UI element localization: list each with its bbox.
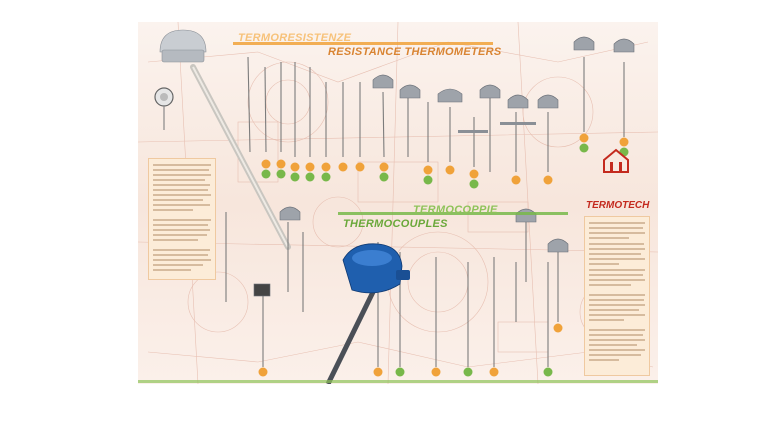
- brochure-page: TERMORESISTENZE RESISTANCE THERMOMETERS …: [138, 22, 658, 384]
- termotech-logo-mark: [603, 148, 629, 173]
- rtd-heads: [372, 36, 635, 109]
- green-title-band: [338, 212, 568, 215]
- logo-text: TERMOTECH: [586, 200, 650, 211]
- termotech-logo: TERMOTECH: [586, 170, 650, 220]
- bottom-band: [138, 380, 658, 383]
- blue-head-probe-illustration: [325, 243, 410, 384]
- illegible-text-lines: [589, 222, 645, 361]
- left-description-panel: [148, 158, 216, 280]
- rtd-title-english: RESISTANCE THERMOMETERS: [328, 46, 502, 58]
- tc-title-italian: TERMOCOPPIE: [413, 204, 498, 216]
- tc-title-english: THERMOCOUPLES: [343, 218, 448, 230]
- large-probe-illustration: [154, 29, 291, 250]
- right-description-panel: [584, 216, 650, 376]
- rtd-probes-row: [247, 56, 625, 172]
- rtd-title-italian: TERMORESISTENZE: [238, 32, 352, 44]
- product-catalog-illustration: [138, 22, 658, 384]
- orange-title-band: [233, 42, 493, 45]
- illegible-text-lines: [153, 164, 211, 271]
